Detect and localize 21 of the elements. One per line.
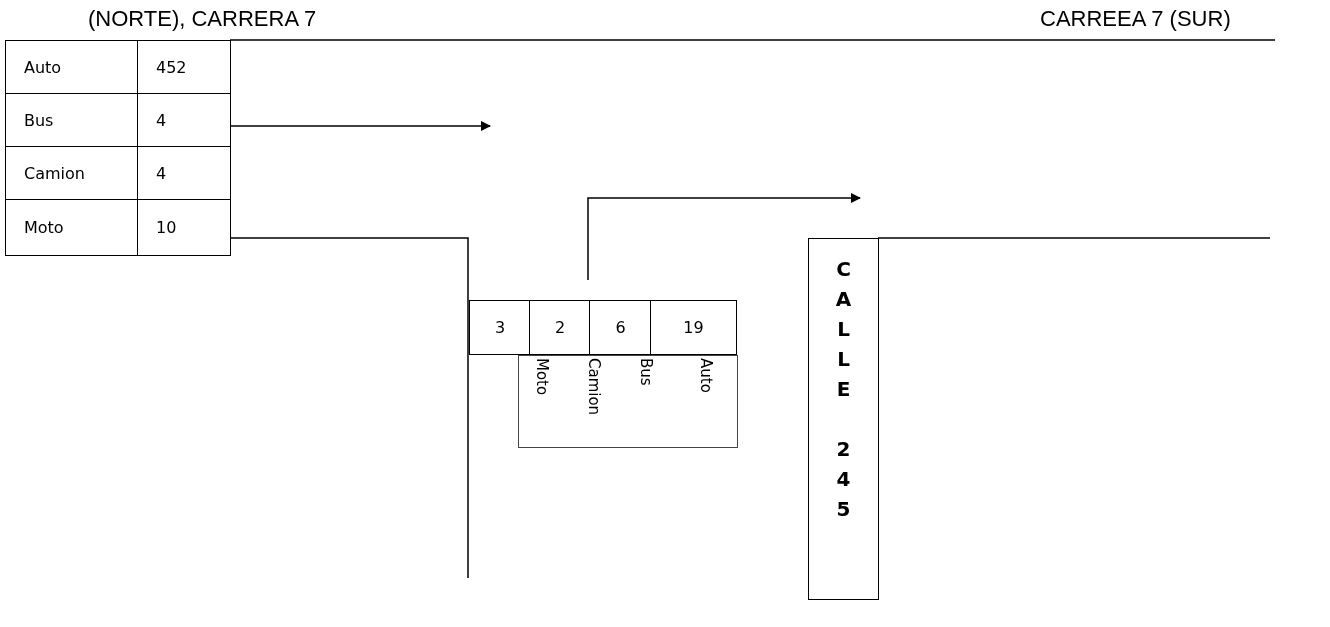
label-box xyxy=(518,355,738,448)
vehicle-label: Camion xyxy=(585,358,603,416)
table-cell: 19 xyxy=(650,300,737,355)
table-cell: 6 xyxy=(589,300,652,355)
vehicle-label: Bus xyxy=(637,358,655,386)
table-cell: 4 xyxy=(137,146,231,201)
vehicle-label: Auto xyxy=(697,358,715,393)
street-label: (NORTE), CARRERA 7 xyxy=(88,6,317,32)
table-cell: 2 xyxy=(529,300,591,355)
street-name: CALLE 245 xyxy=(831,257,856,527)
table-cell: 10 xyxy=(137,199,231,256)
vehicle-label: Moto xyxy=(533,358,551,396)
table-cell: Bus xyxy=(5,93,139,148)
table-cell: 452 xyxy=(137,40,231,95)
street-label: CARREEA 7 (SUR) xyxy=(1040,6,1231,32)
table-cell: 4 xyxy=(137,93,231,148)
table-cell: Camion xyxy=(5,146,139,201)
table-cell: Moto xyxy=(5,199,139,256)
table-cell: Auto xyxy=(5,40,139,95)
street-name-box xyxy=(808,238,879,600)
table-cell: 3 xyxy=(469,300,531,355)
